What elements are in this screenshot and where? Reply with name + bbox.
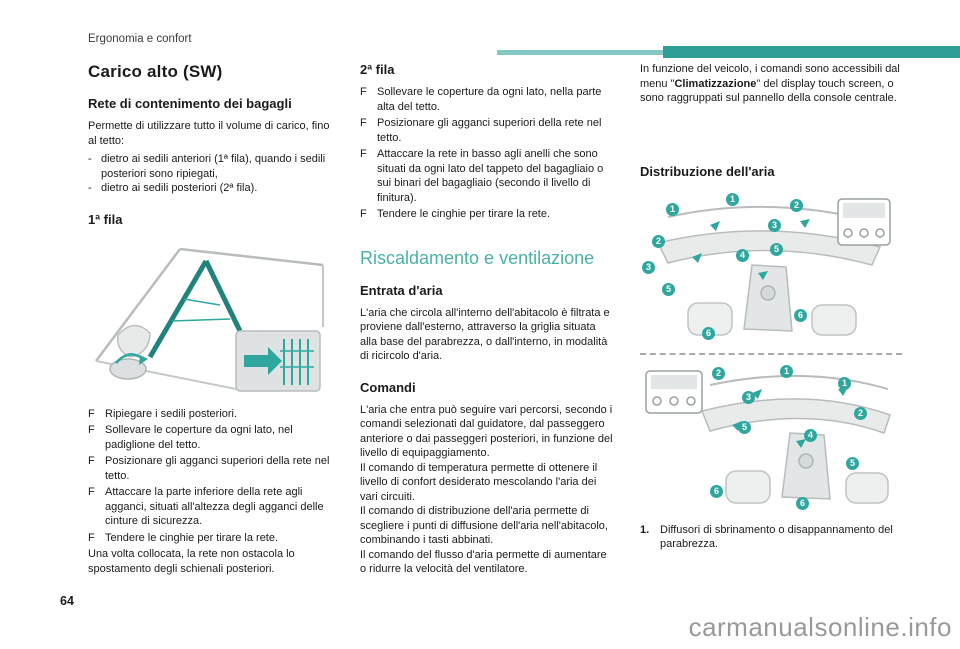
clim-text-after: " del display touch screen, o sono raggr…: [640, 77, 897, 105]
entrata-heading: Entrata d'aria: [360, 282, 443, 298]
accent-bar-thick: [663, 46, 960, 58]
net-subtitle: Rete di contenimento dei bagagli: [88, 96, 292, 111]
dash-text: dietro ai sedili anteriori (1ª fila), qu…: [101, 153, 326, 180]
step-text: Posizionare gli agganci superiori della …: [105, 455, 330, 482]
diffuser-badge: 3: [768, 218, 781, 232]
distribuzione-heading: Distribuzione dell'aria: [640, 163, 775, 179]
diffuser-badge: 1: [838, 376, 851, 390]
net-outro: Una volta collocata, la rete non ostacol…: [88, 548, 295, 575]
diffuser-badge: 1: [666, 202, 679, 216]
step-item: F Sollevare le coperture da ogni lato, n…: [88, 423, 338, 452]
comandi-paragraph: Il comando del flusso d'aria permette di…: [360, 548, 607, 576]
diffuser-badge: 5: [738, 420, 751, 434]
page-title: Carico alto (SW): [88, 62, 223, 81]
step-arrow-icon: F: [88, 486, 95, 499]
diffuser-badge: 1: [780, 364, 793, 378]
fila2-steps: F Sollevare le coperture da ogni lato, n…: [360, 85, 614, 222]
diffuser-caption: 1. Diffusori di sbrinamento o disappanna…: [640, 523, 902, 552]
diffuser-badge: 5: [770, 242, 783, 256]
step-text: Sollevare le coperture da ogni lato, nel…: [105, 424, 293, 451]
cargo-net-illustration: [95, 247, 324, 392]
diffuser-badge: 6: [710, 484, 723, 498]
clim-menu-name: Climatizzazione: [674, 77, 757, 90]
diffuser-badge: 6: [794, 308, 807, 322]
step-arrow-icon: F: [88, 424, 95, 437]
step-item: F Posizionare gli agganci superiori dell…: [88, 454, 338, 483]
comandi-paragraph: Il comando di temperatura permette di ot…: [360, 461, 598, 503]
diffuser-badge: 2: [712, 366, 725, 380]
step-item: F Attaccare la parte inferiore della ret…: [88, 485, 338, 529]
net-intro: Permette di utilizzare tutto il volume d…: [88, 120, 330, 147]
comandi-paragraph: L'aria che entra può seguire vari percor…: [360, 403, 613, 460]
comandi-heading: Comandi: [360, 379, 416, 395]
step-item: F Attaccare la rete in basso agli anelli…: [360, 147, 614, 205]
diffuser-badge: 3: [742, 390, 755, 404]
dashboard-illustration-1: [656, 197, 891, 336]
clim-text-before: In funzione del veicolo, i comandi sono …: [640, 63, 900, 90]
step-text: Attaccare la rete in basso agli anelli c…: [377, 148, 604, 204]
step-arrow-icon: F: [88, 455, 95, 468]
fila1-steps: F Ripiegare i sedili posteriori. F Solle…: [88, 407, 338, 546]
step-text: Posizionare gli agganci superiori della …: [377, 117, 602, 144]
section-title-riscaldamento: Riscaldamento e ventilazione: [360, 247, 595, 268]
dashboard-figure-1: 1 1 2 2 3 3 4 5 5 6 6: [640, 191, 902, 343]
step-text: Tendere le cinghie per tirare la rete.: [105, 531, 279, 544]
page-number: 64: [60, 594, 74, 608]
step-arrow-icon: F: [360, 148, 367, 161]
step-item: F Tendere le cinghie per tirare la rete.: [360, 207, 614, 222]
diffuser-badge: 3: [642, 260, 655, 274]
dash-item: - dietro ai sedili anteriori (1ª fila), …: [88, 152, 338, 181]
dash-text: dietro ai sedili posteriori (2ª fila).: [101, 182, 258, 195]
step-item: F Sollevare le coperture da ogni lato, n…: [360, 85, 614, 114]
step-arrow-icon: F: [360, 117, 367, 130]
caption-text: Diffusori di sbrinamento o disappannamen…: [660, 523, 893, 551]
diffuser-badge: 2: [652, 234, 665, 248]
diffuser-badge: 4: [736, 248, 749, 262]
step-text: Attaccare la parte inferiore della rete …: [105, 486, 324, 528]
comandi-paragraph: Il comando di distribuzione dell'aria pe…: [360, 505, 608, 547]
clim-paragraph: In funzione del veicolo, i comandi sono …: [640, 62, 902, 106]
dashboard-illustration-2: [645, 369, 891, 504]
diffuser-badge: 2: [854, 406, 867, 420]
diffuser-badge: 5: [662, 282, 675, 296]
step-item: F Tendere le cinghie per tirare la rete.: [88, 531, 338, 546]
step-item: F Posizionare gli agganci superiori dell…: [360, 116, 614, 145]
fila1-heading: 1ª fila: [88, 211, 123, 227]
step-text: Sollevare le coperture da ogni lato, nel…: [377, 86, 602, 113]
cargo-net-figure: [88, 239, 338, 397]
dashed-divider: [640, 352, 902, 355]
dash-bullet: -: [88, 182, 92, 195]
fila2-heading: 2ª fila: [360, 62, 395, 77]
step-arrow-icon: F: [360, 208, 367, 221]
diffuser-badge: 5: [846, 456, 859, 470]
column-2: 2ª fila F Sollevare le coperture da ogni…: [360, 62, 614, 577]
running-header: Ergonomia e confort: [88, 33, 192, 45]
step-text: Ripiegare i sedili posteriori.: [105, 407, 238, 420]
caption-number: 1.: [640, 523, 650, 536]
step-text: Tendere le cinghie per tirare la rete.: [377, 208, 551, 221]
column-1: Carico alto (SW) Rete di contenimento de…: [88, 62, 338, 576]
diffuser-badge: 2: [790, 198, 803, 212]
diffuser-badge: 4: [804, 428, 817, 442]
diffuser-badge: 6: [796, 496, 809, 510]
step-arrow-icon: F: [360, 86, 367, 98]
diffuser-badge: 1: [726, 192, 739, 206]
watermark: carmanualsonline.info: [688, 612, 952, 642]
dashboard-figure-2: 2 1 1 3 2 4 5 5 6 6: [640, 363, 902, 513]
step-arrow-icon: F: [88, 407, 95, 420]
diffuser-badge: 6: [702, 326, 715, 340]
step-item: F Ripiegare i sedili posteriori.: [88, 407, 338, 422]
column-3: In funzione del veicolo, i comandi sono …: [640, 62, 902, 552]
step-arrow-icon: F: [88, 531, 95, 544]
dash-item: - dietro ai sedili posteriori (2ª fila).: [88, 181, 338, 196]
dash-bullet: -: [88, 153, 92, 166]
entrata-text: L'aria che circola all'interno dell'abit…: [360, 306, 610, 363]
